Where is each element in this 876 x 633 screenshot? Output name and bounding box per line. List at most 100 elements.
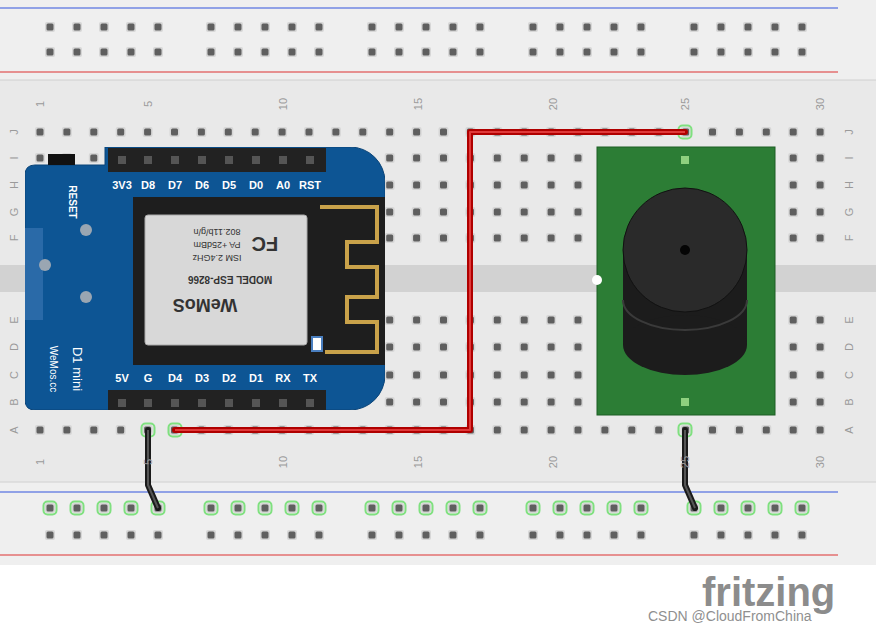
wemos-d1-mini-board: RESET3V3D8D7D6D5D0A0RST5VGD4D3D2D1RXTX80… — [25, 147, 385, 410]
illustration-shape — [316, 532, 323, 539]
illustration-shape — [815, 342, 825, 352]
illustration-shape — [743, 22, 753, 32]
illustration-shape — [494, 317, 501, 324]
illustration-shape — [25, 147, 385, 410]
illustration-shape — [708, 425, 718, 435]
illustration-shape — [573, 425, 583, 435]
illustration-shape — [736, 129, 743, 136]
illustration-shape — [260, 530, 270, 540]
illustration-shape — [101, 49, 108, 56]
illustration-shape — [494, 209, 501, 216]
illustration-shape — [521, 235, 528, 242]
illustration-shape — [262, 49, 269, 56]
illustration-shape — [198, 156, 206, 164]
illustration-shape — [450, 49, 457, 56]
column-number: 25 — [680, 98, 691, 110]
illustration-shape — [90, 155, 97, 162]
illustration-shape — [521, 372, 528, 379]
illustration-shape — [494, 427, 501, 434]
illustration-shape — [448, 22, 458, 32]
illustration-shape — [519, 180, 529, 190]
illustration-shape — [546, 207, 556, 217]
illustration-shape — [0, 0, 876, 565]
illustration-shape — [718, 24, 725, 31]
illustration-shape — [423, 49, 430, 56]
illustration-shape — [316, 24, 323, 31]
illustration-shape — [584, 532, 591, 539]
illustration-shape — [492, 370, 502, 380]
illustration-shape — [133, 197, 385, 365]
illustration-shape — [314, 530, 324, 540]
illustration-shape — [715, 502, 728, 515]
illustration-shape — [306, 129, 313, 136]
illustration-shape — [440, 344, 447, 351]
illustration-shape — [74, 532, 81, 539]
illustration-shape — [90, 427, 97, 434]
illustration-shape — [0, 7, 838, 8]
illustration-shape — [260, 22, 270, 32]
illustration-shape — [359, 129, 366, 136]
board-marking: WeMoS — [173, 296, 238, 314]
illustration-shape — [718, 49, 725, 56]
illustration-shape — [206, 530, 216, 540]
illustration-shape — [386, 372, 393, 379]
illustration-shape — [205, 502, 218, 515]
illustration-shape — [718, 532, 725, 539]
illustration-shape — [63, 129, 70, 136]
illustration-shape — [770, 47, 780, 57]
illustration-shape — [597, 147, 775, 415]
illustration-shape — [385, 397, 395, 407]
illustration-shape — [413, 182, 420, 189]
column-number: 1 — [35, 101, 46, 107]
illustration-shape — [72, 22, 82, 32]
illustration-shape — [367, 503, 377, 513]
column-number: 30 — [815, 456, 826, 468]
row-letter: D — [9, 343, 20, 351]
row-letter: G — [9, 208, 20, 217]
row-letter: H — [9, 181, 20, 189]
illustration-shape — [314, 47, 324, 57]
illustration-shape — [817, 427, 824, 434]
illustration-shape — [546, 425, 556, 435]
illustration-shape — [47, 24, 54, 31]
illustration-shape — [155, 24, 162, 31]
illustration-shape — [592, 275, 602, 285]
illustration-shape — [817, 155, 824, 162]
illustration-shape — [439, 397, 449, 407]
illustration-shape — [709, 427, 716, 434]
illustration-shape — [287, 503, 297, 513]
illustration-shape — [815, 180, 825, 190]
illustration-shape — [72, 47, 82, 57]
illustration-shape — [494, 155, 501, 162]
illustration-shape — [144, 399, 152, 407]
illustration-shape — [494, 235, 501, 242]
illustration-shape — [546, 342, 556, 352]
illustration-shape — [680, 245, 690, 255]
illustration-shape — [788, 180, 798, 190]
illustration-shape — [279, 399, 287, 407]
illustration-shape — [366, 502, 379, 515]
illustration-shape — [386, 155, 393, 162]
illustration-shape — [681, 156, 689, 164]
illustration-shape — [289, 505, 296, 512]
illustration-shape — [101, 24, 108, 31]
illustration-shape — [386, 209, 393, 216]
illustration-shape — [412, 127, 422, 137]
illustration-shape — [817, 399, 824, 406]
illustration-shape — [555, 22, 565, 32]
column-number: 5 — [143, 101, 154, 107]
illustration-shape — [90, 129, 97, 136]
illustration-shape — [609, 22, 619, 32]
illustration-shape — [396, 532, 403, 539]
illustration-shape — [788, 315, 798, 325]
illustration-shape — [575, 427, 582, 434]
illustration-shape — [790, 427, 797, 434]
illustration-shape — [289, 24, 296, 31]
illustration-shape — [492, 207, 502, 217]
column-number: 20 — [548, 98, 559, 110]
illustration-shape — [573, 233, 583, 243]
illustration-shape — [232, 502, 245, 515]
board-marking: RESET — [67, 185, 77, 218]
illustration-shape — [716, 47, 726, 57]
